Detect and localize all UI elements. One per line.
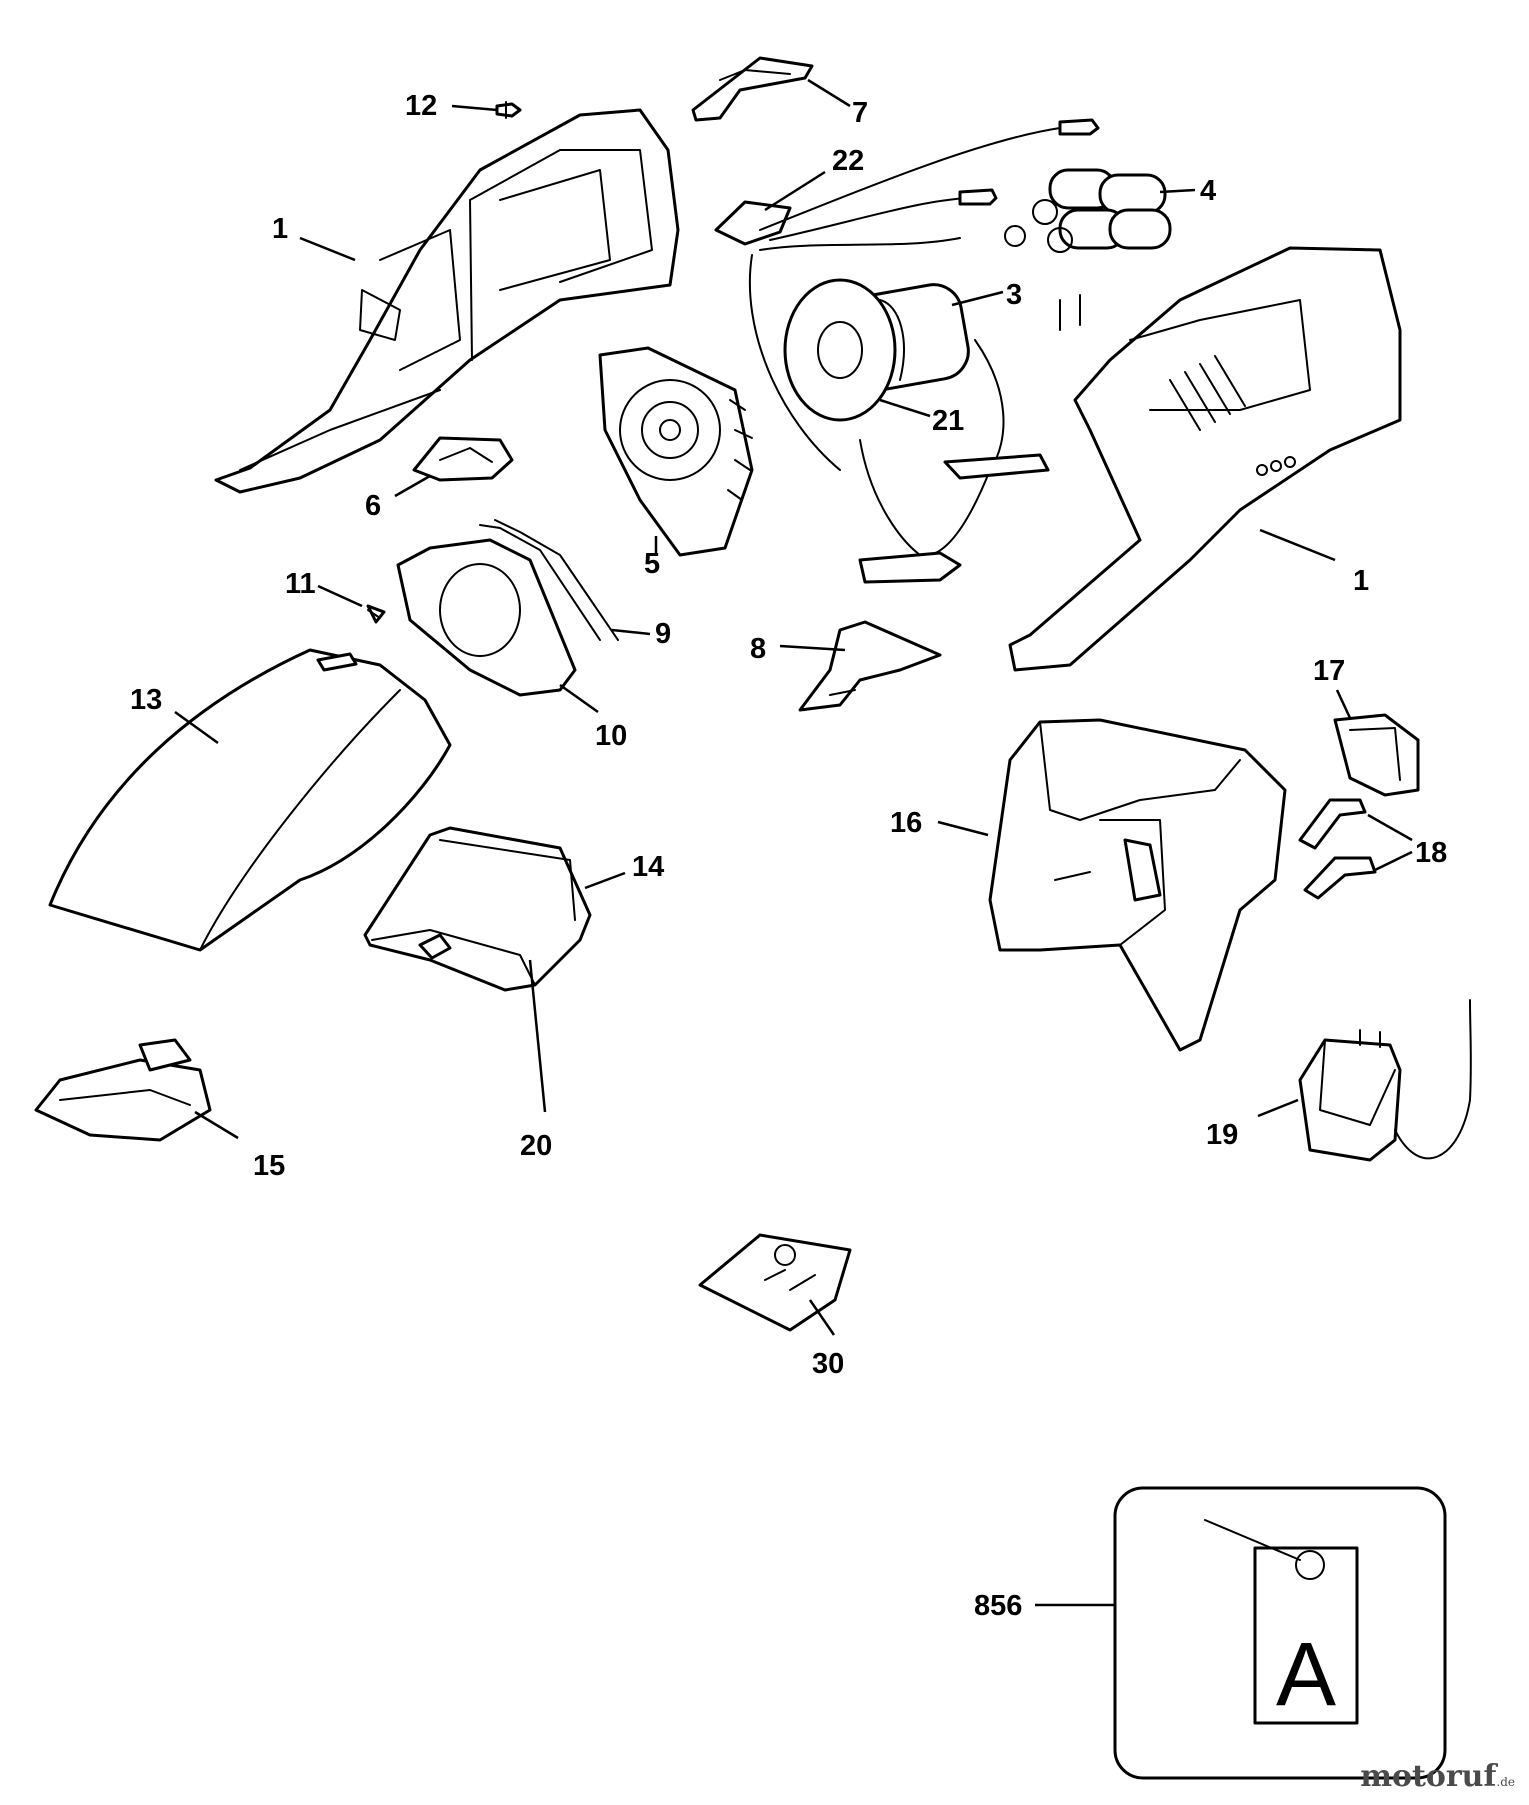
part-15-crevice-tool (34, 1038, 212, 1142)
part-14-filter (363, 826, 592, 992)
label-7: 7 (852, 97, 868, 129)
label-15: 15 (253, 1150, 285, 1182)
label-13: 13 (130, 684, 162, 716)
part-30-hardware-bag (698, 1233, 852, 1332)
part-7-clip (691, 56, 814, 122)
part-6-catch (412, 436, 514, 482)
label-6: 6 (365, 490, 381, 522)
part-19-charger (1298, 999, 1472, 1162)
label-12: 12 (405, 90, 437, 122)
label-17: 17 (1313, 655, 1345, 687)
label-4: 4 (1200, 175, 1216, 207)
label-16: 16 (890, 807, 922, 839)
label-856: 856 (974, 1590, 1022, 1622)
label-8: 8 (750, 633, 766, 665)
label-21: 21 (932, 405, 964, 437)
label-14: 14 (632, 851, 664, 883)
label-1-left: 1 (272, 213, 288, 245)
label-10: 10 (595, 720, 627, 752)
part-13-dust-bowl (48, 648, 452, 952)
watermark-tld: .de (1496, 1775, 1515, 1789)
part-5-fan (598, 346, 754, 557)
label-5: 5 (644, 548, 660, 580)
part-16-charging-base (988, 718, 1287, 1052)
label-20: 20 (520, 1130, 552, 1162)
part-18-contacts (1298, 798, 1377, 900)
part-3-motor (783, 278, 970, 422)
part-4-battery-pack (1004, 168, 1172, 253)
watermark: motoruf.de (1360, 1759, 1515, 1794)
part-856-tag: A (1113, 1486, 1447, 1780)
part-21-terminals (858, 339, 1050, 584)
label-3: 3 (1006, 279, 1022, 311)
part-22-switch (714, 118, 1100, 471)
watermark-name: motoruf (1360, 1759, 1497, 1794)
part-1-housing-left (214, 108, 680, 494)
tag-letter: A (1276, 1625, 1336, 1725)
label-11: 11 (285, 568, 316, 600)
part-17-terminal-clip (1333, 713, 1420, 797)
part-11-screw (366, 604, 386, 624)
part-8-bracket (798, 620, 942, 712)
label-1-right: 1 (1353, 565, 1369, 597)
part-12-screw (495, 101, 522, 119)
label-19: 19 (1206, 1119, 1238, 1151)
label-22: 22 (832, 145, 864, 177)
label-9: 9 (655, 618, 671, 650)
label-18: 18 (1415, 837, 1447, 869)
part-1-housing-right (1008, 246, 1402, 672)
label-30: 30 (812, 1348, 844, 1380)
part-9-10-filter-frame (396, 519, 619, 697)
